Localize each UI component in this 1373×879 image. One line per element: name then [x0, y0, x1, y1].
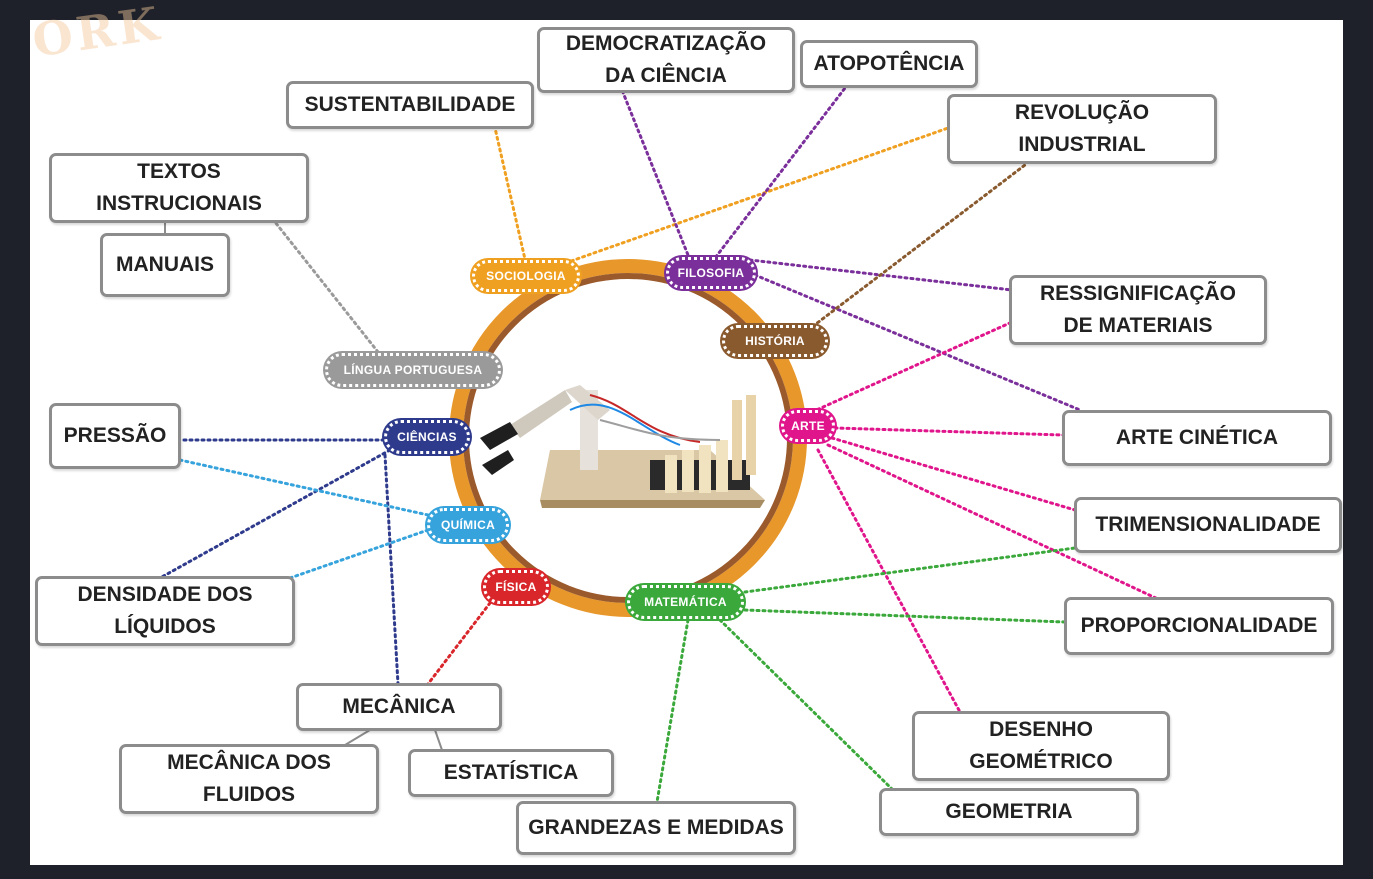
line-ciencias-mecanica — [383, 453, 400, 686]
line-arte-ressignificacao — [810, 320, 1014, 414]
subject-ciencias[interactable]: CIÊNCIAS — [384, 420, 470, 454]
topic-atopotencia[interactable]: ATOPOTÊNCIA — [800, 40, 978, 88]
topic-ressignificacao-de-materiais[interactable]: RESSIGNIFICAÇÃO DE MATERIAIS — [1009, 275, 1267, 345]
line-arte-trimensionalidade — [830, 436, 1077, 512]
topic-revolucao-industrial[interactable]: REVOLUÇÃO INDUSTRIAL — [947, 94, 1217, 164]
line-filosofia-arte-cinetica — [753, 273, 1082, 412]
topic-trimensionalidade[interactable]: TRIMENSIONALIDADE — [1074, 497, 1342, 553]
topic-arte-cinetica[interactable]: ARTE CINÉTICA — [1062, 410, 1332, 466]
line-sociologia-sustentabilidade — [493, 126, 529, 270]
line-quimica-densidade — [288, 528, 430, 580]
line-sociologia-revolucao — [558, 126, 950, 267]
line-ciencias-densidade — [158, 448, 392, 580]
line-filosofia-atopotencia — [710, 86, 847, 264]
line-historia-revolucao — [806, 163, 1027, 332]
line-arte-desenho — [816, 448, 962, 714]
topic-manuais[interactable]: MANUAIS — [100, 233, 230, 297]
line-fisica-mecanica — [426, 601, 492, 686]
subject-quimica[interactable]: QUÍMICA — [427, 508, 509, 542]
line-arte-arte-cinetica — [833, 426, 1065, 437]
subject-historia[interactable]: HISTÓRIA — [722, 325, 828, 357]
topic-textos-instrucionais[interactable]: TEXTOS INSTRUCIONAIS — [49, 153, 309, 223]
topic-estatistica[interactable]: ESTATÍSTICA — [408, 749, 614, 797]
topic-proporcionalidade[interactable]: PROPORCIONALIDADE — [1064, 597, 1334, 655]
subject-filosofia[interactable]: FILOSOFIA — [666, 257, 756, 289]
line-mecanica-estatistica — [434, 729, 443, 751]
topic-pressao[interactable]: PRESSÃO — [49, 403, 181, 469]
line-matematica-trimensionalidade — [743, 546, 1077, 594]
line-matematica-grandezas — [655, 618, 690, 804]
subject-sociologia[interactable]: SOCIOLOGIA — [472, 260, 580, 292]
line-lingua-textos — [273, 220, 380, 354]
subject-arte[interactable]: ARTE — [781, 410, 835, 442]
subject-matematica[interactable]: MATEMÁTICA — [627, 585, 744, 619]
topic-grandezas-e-medidas[interactable]: GRANDEZAS E MEDIDAS — [516, 801, 796, 855]
topic-mecanica-dos-fluidos[interactable]: MECÂNICA DOS FLUIDOS — [119, 744, 379, 814]
line-filosofia-democratizacao — [620, 88, 692, 262]
line-mecanica-fluidos — [344, 729, 371, 746]
subject-lingua-portuguesa[interactable]: LÍNGUA PORTUGUESA — [325, 353, 501, 387]
topic-densidade-dos-liquidos[interactable]: DENSIDADE DOS LÍQUIDOS — [35, 576, 295, 646]
line-matematica-proporcionalidade — [743, 608, 1067, 624]
topic-geometria[interactable]: GEOMETRIA — [879, 788, 1139, 836]
topic-democratizacao-da-ciencia[interactable]: DEMOCRATIZAÇÃO DA CIÊNCIA — [537, 27, 795, 93]
topic-sustentabilidade[interactable]: SUSTENTABILIDADE — [286, 81, 534, 129]
robotic-arm-photo — [480, 385, 765, 508]
line-quimica-pressao — [178, 458, 430, 517]
line-matematica-geometria — [718, 618, 897, 794]
subject-fisica[interactable]: FÍSICA — [483, 570, 549, 604]
topic-mecanica[interactable]: MECÂNICA — [296, 683, 502, 731]
topic-desenho-geometrico[interactable]: DESENHO GEOMÉTRICO — [912, 711, 1170, 781]
line-arte-proporcionalidade — [826, 443, 1162, 602]
